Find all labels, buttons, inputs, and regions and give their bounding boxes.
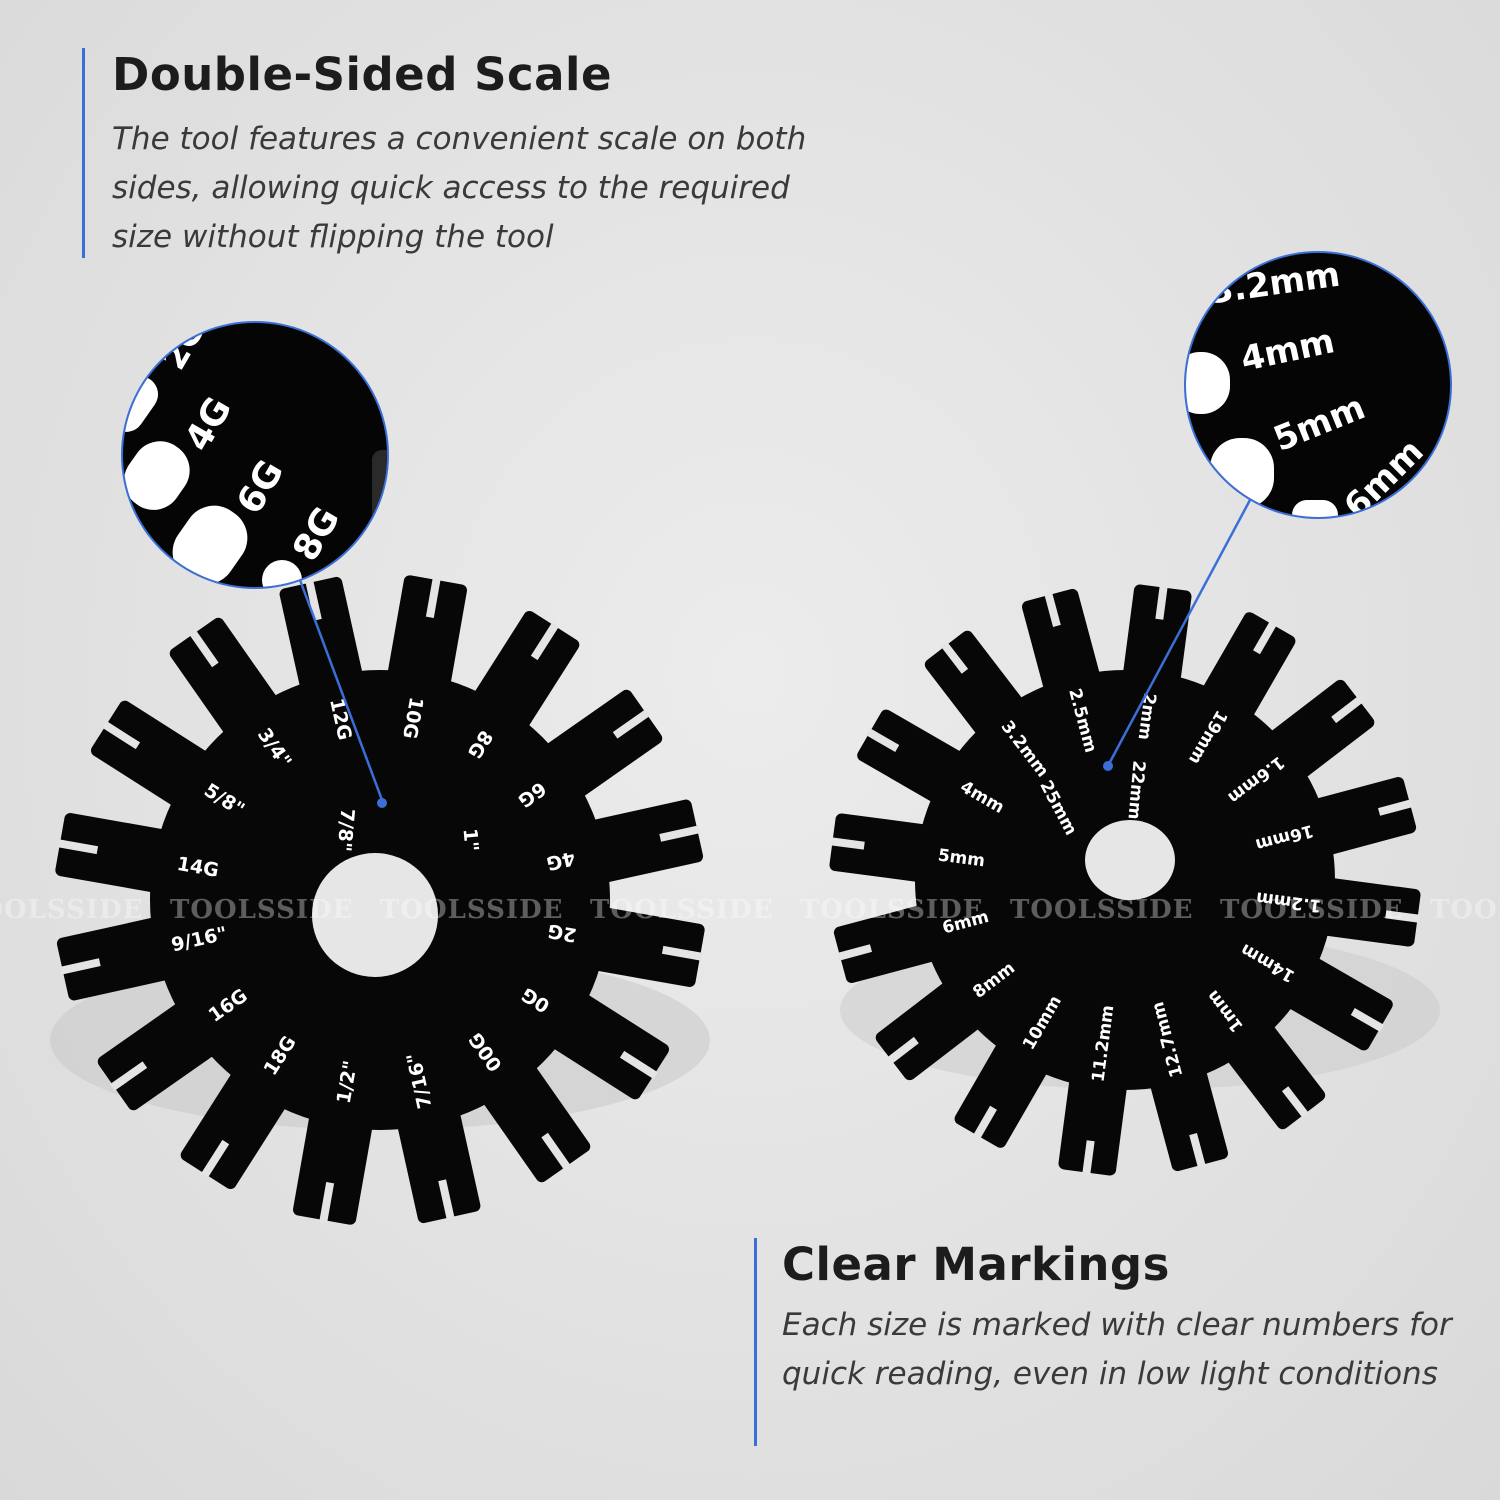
left-gauge-center-hole bbox=[312, 853, 438, 977]
watermark-text: TOOLSSIDE bbox=[800, 895, 983, 925]
size-label-1: 1" bbox=[459, 827, 483, 852]
watermark-text: TOOLSSIDE bbox=[1220, 895, 1403, 925]
callout-body: The tool features a convenient scale on … bbox=[112, 121, 807, 255]
watermark-text: TOOLSSIDE bbox=[0, 895, 143, 925]
watermark-text: TOOLSSIDE bbox=[1430, 895, 1500, 925]
gauge-tooth bbox=[293, 1097, 375, 1225]
right-gauge-center-hole bbox=[1085, 820, 1175, 900]
callout-title: Double-Sided Scale bbox=[112, 48, 612, 101]
zoom-left-connector bbox=[298, 579, 384, 801]
watermark-row: TOOLSSIDE TOOLSSIDE TOOLSSIDE TOOLSSIDE TOOL… bbox=[0, 895, 1500, 925]
callout-body: Each size is marked with clear numbers f… bbox=[782, 1307, 1452, 1392]
gauge-tooth bbox=[55, 813, 183, 895]
callout-double-sided-scale: Double-Sided Scale The tool features a c… bbox=[82, 48, 832, 258]
size-label-7-8: 7/8" bbox=[333, 808, 359, 853]
watermark-text: TOOLSSIDE bbox=[380, 895, 563, 925]
accent-bar bbox=[754, 1238, 757, 1446]
zoom-left-anchor bbox=[377, 798, 387, 808]
accent-bar bbox=[82, 48, 85, 258]
gauge-tooth bbox=[577, 905, 705, 987]
gauge-tooth bbox=[385, 575, 467, 703]
callout-clear-markings: Clear Markings Each size is marked with … bbox=[754, 1238, 1482, 1446]
zoom-right-anchor bbox=[1103, 761, 1113, 771]
size-label-2g: 2G bbox=[546, 919, 578, 946]
watermark-text: TOOLSSIDE bbox=[170, 895, 353, 925]
callout-title: Clear Markings bbox=[782, 1238, 1170, 1291]
watermark-text: TOOLSSIDE bbox=[590, 895, 773, 925]
watermark-text: TOOLSSIDE bbox=[1010, 895, 1193, 925]
zoom-right-connector bbox=[1108, 499, 1252, 763]
left-gauge-disc: 10G8G6G4G2G0G00G7/16"1/2"18G16G9/16"14G5… bbox=[55, 575, 705, 1225]
